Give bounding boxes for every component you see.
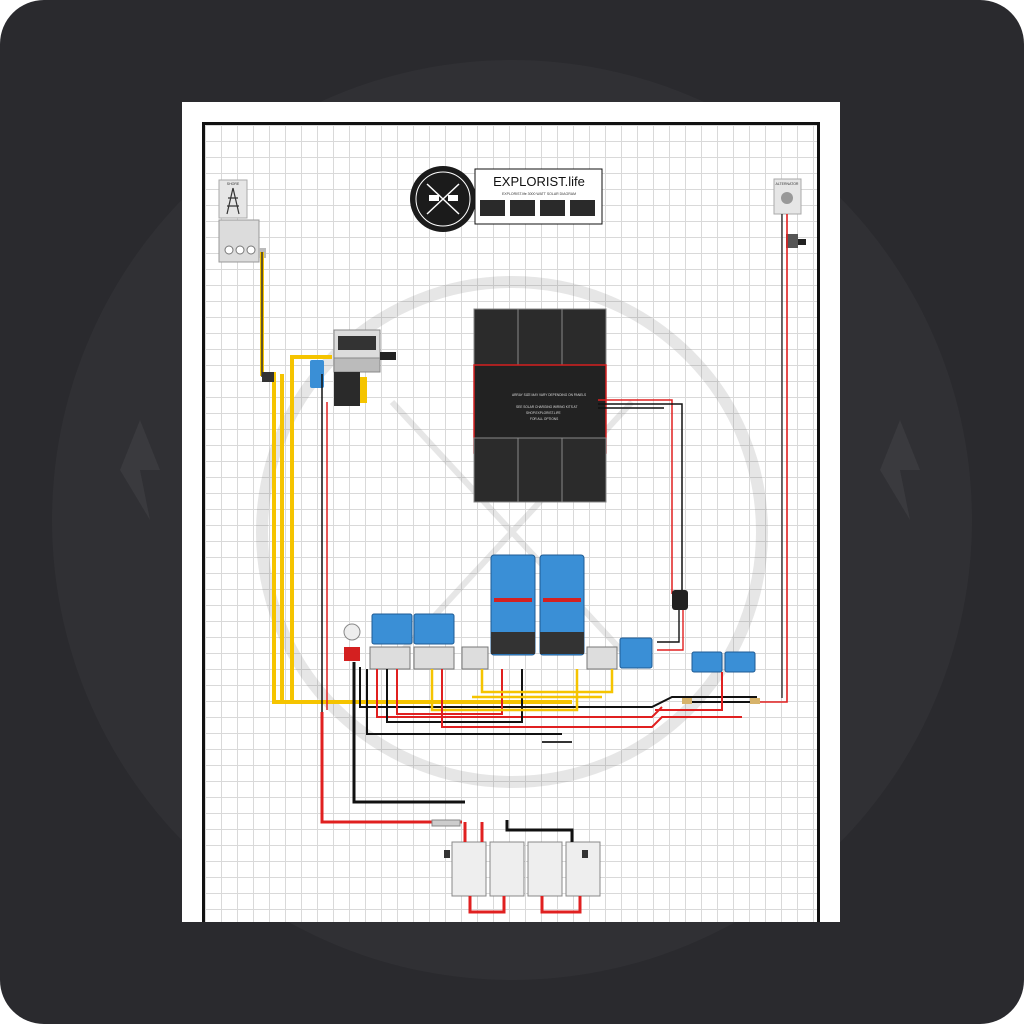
brand-subtitle: EXPLORIST.life 3000 WATT SOLAR DIAGRAM [502,192,576,196]
diagram-sheet: EXPLORIST.life EXPLORIST.life 3000 WATT … [182,102,840,922]
title-block: EXPLORIST.life EXPLORIST.life 3000 WATT … [410,166,603,232]
alternator-wire [757,214,788,703]
shore-power-block: SHORE [218,179,266,263]
brand-title: EXPLORIST.life [493,174,585,189]
shore-wires [260,252,572,712]
solar-array: ARRAY SIZE MAY VARY DEPENDING ON PANELS … [473,308,607,503]
ac-distribution-panel [310,329,396,406]
solar-note-4: FOR ALL OPTIONS [530,417,558,421]
alternator-fuses [655,672,760,711]
solar-note-1: ARRAY SIZE MAY VARY DEPENDING ON PANELS [512,393,586,397]
battery-bank [431,819,601,914]
alternator-label: ALTERNATOR [776,182,799,186]
wiring-diagram: EXPLORIST.life EXPLORIST.life 3000 WATT … [218,166,806,914]
shore-label: SHORE [227,182,240,186]
inverter-chargers [490,554,585,656]
solar-disconnect [672,590,688,610]
dc-bus-wires [320,662,757,824]
solar-wires [598,399,683,594]
busbars [343,623,618,670]
solar-note-3: SHOP.EXPLORIST.LIFE [526,411,561,415]
alternator-block: ALTERNATOR [773,178,806,248]
dc-dc-chargers [371,613,756,673]
grid-paper [202,122,820,922]
solar-note-2: SEE SOLAR CHARGING WIRING KITS AT [516,405,577,409]
